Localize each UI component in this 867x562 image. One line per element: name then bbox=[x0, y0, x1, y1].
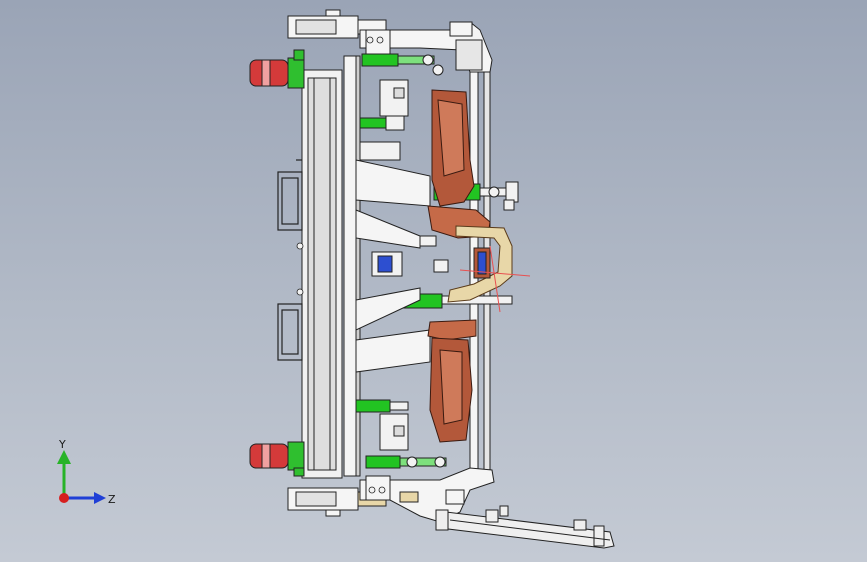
green-clamp-lower-1[interactable] bbox=[355, 399, 409, 413]
fastener-details bbox=[296, 36, 386, 494]
gusset-support[interactable] bbox=[355, 159, 431, 373]
central-clamp-mechanism[interactable] bbox=[459, 245, 531, 313]
y-axis-arrow-icon bbox=[57, 450, 71, 464]
z-axis-arrow-icon bbox=[94, 492, 106, 504]
bottom-bracket[interactable] bbox=[359, 467, 495, 523]
green-clamp-upper-2[interactable] bbox=[359, 115, 405, 131]
y-axis-label: Y bbox=[58, 438, 66, 451]
top-bracket[interactable] bbox=[359, 21, 493, 73]
locator-blocks[interactable] bbox=[359, 79, 449, 451]
red-cylinder-top[interactable] bbox=[249, 49, 305, 89]
base-plate[interactable] bbox=[301, 69, 343, 479]
top-pneumatic-cylinder[interactable] bbox=[287, 9, 387, 39]
handle-lower[interactable] bbox=[277, 303, 303, 361]
extension-arm[interactable] bbox=[435, 505, 615, 549]
handle-upper[interactable] bbox=[277, 159, 303, 231]
green-clamp-lower-2[interactable] bbox=[365, 455, 447, 469]
orientation-triad[interactable]: Y Z bbox=[40, 436, 120, 516]
z-axis-label: Z bbox=[108, 493, 116, 506]
workpiece-panel[interactable] bbox=[427, 89, 491, 443]
red-cylinder-bottom[interactable] bbox=[249, 441, 305, 477]
x-axis-origin-icon bbox=[59, 493, 69, 503]
bottom-pneumatic-cylinder[interactable] bbox=[287, 487, 387, 517]
green-clamp-upper-1[interactable] bbox=[361, 53, 444, 76]
